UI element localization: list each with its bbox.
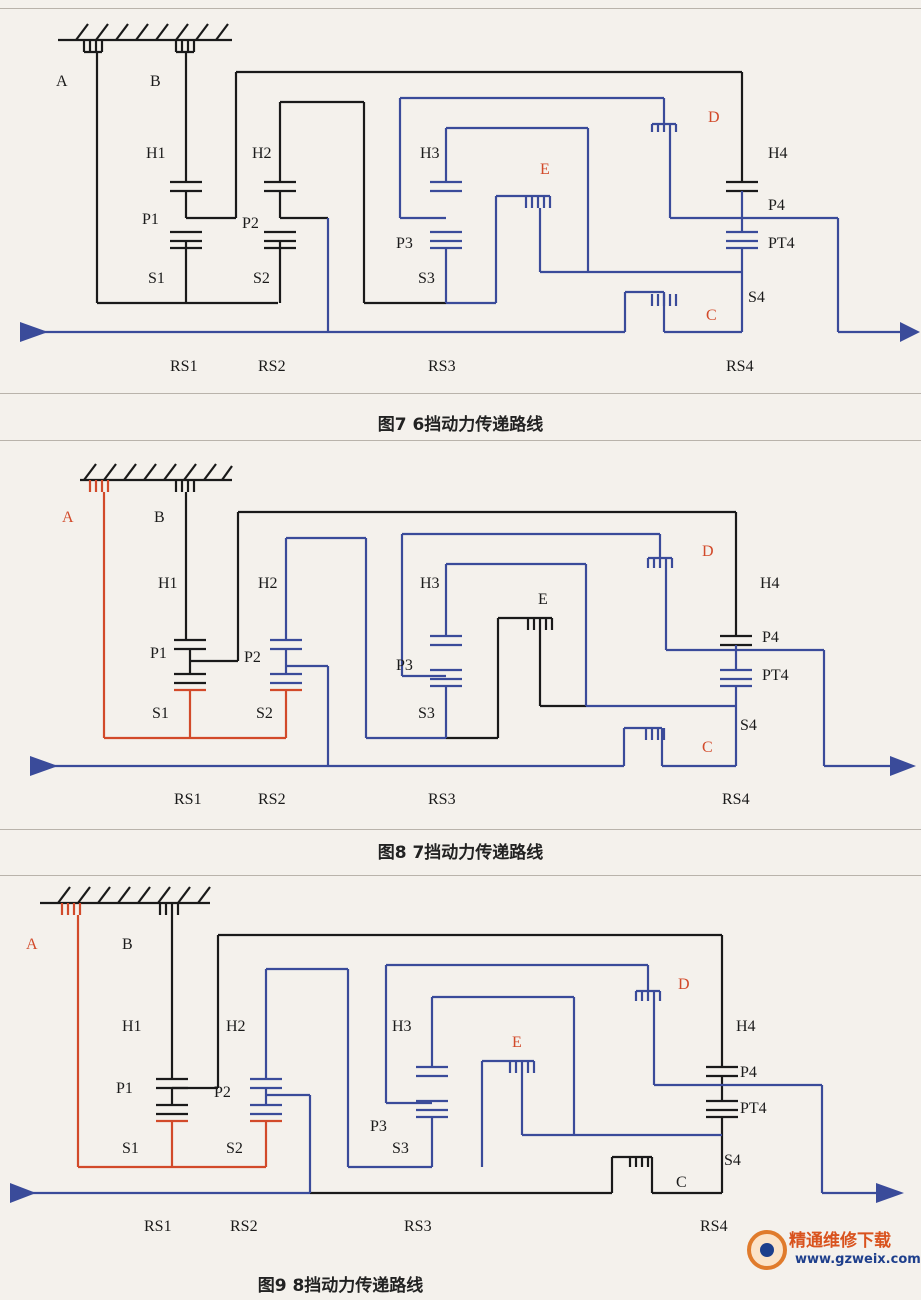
label-S3: S3 — [392, 1140, 409, 1157]
label-H3: H3 — [392, 1018, 412, 1035]
label-H3: H3 — [420, 145, 440, 162]
label-P3: P3 — [370, 1118, 387, 1135]
label-D: D — [708, 109, 720, 126]
label-RS3: RS3 — [404, 1218, 432, 1235]
output-arrow — [876, 1183, 904, 1203]
label-S3: S3 — [418, 705, 435, 722]
figure-6th-gear: A B D E C H1 H2 H3 H4 P1 P2 P3 P4 PT4 S1… — [0, 0, 921, 440]
label-P4: P4 — [762, 629, 779, 646]
label-S4: S4 — [724, 1152, 741, 1169]
label-C: C — [702, 739, 713, 756]
label-B: B — [122, 936, 133, 953]
label-H3: H3 — [420, 575, 440, 592]
input-arrow — [20, 322, 48, 342]
label-RS3: RS3 — [428, 791, 456, 808]
label-S1: S1 — [122, 1140, 139, 1157]
label-RS1: RS1 — [144, 1218, 172, 1235]
label-H4: H4 — [768, 145, 788, 162]
figure-frame — [0, 875, 921, 1248]
input-arrow — [30, 756, 58, 776]
label-P3: P3 — [396, 657, 413, 674]
label-RS1: RS1 — [174, 791, 202, 808]
label-RS4: RS4 — [722, 791, 750, 808]
logo-icon — [747, 1230, 787, 1270]
ground-hatch — [40, 886, 738, 1195]
label-S3: S3 — [418, 270, 435, 287]
label-PT4: PT4 — [740, 1100, 767, 1117]
power-flow-diagram: A B D E C H1 H2 H3 H4 P1 P2 P3 P4 PT4 S1… — [10, 886, 904, 1235]
label-PT4: PT4 — [762, 667, 789, 684]
figure-frame — [0, 440, 921, 830]
label-RS4: RS4 — [726, 358, 754, 375]
label-H4: H4 — [760, 575, 780, 592]
label-P4: P4 — [768, 197, 785, 214]
label-H2: H2 — [258, 575, 278, 592]
output-arrow — [900, 322, 920, 342]
label-P1: P1 — [142, 211, 159, 228]
label-P2: P2 — [214, 1084, 231, 1101]
label-H2: H2 — [226, 1018, 246, 1035]
input-arrow — [10, 1183, 36, 1203]
label-S2: S2 — [256, 705, 273, 722]
label-RS2: RS2 — [258, 791, 286, 808]
label-PT4: PT4 — [768, 235, 795, 252]
label-E: E — [512, 1034, 522, 1051]
figure-7th-gear: A B D E C H1 H2 H3 H4 P1 P2 P3 P4 PT4 S1… — [0, 440, 921, 875]
ground-hatch — [58, 23, 232, 42]
label-E: E — [538, 591, 548, 608]
label-S2: S2 — [226, 1140, 243, 1157]
label-D: D — [678, 976, 690, 993]
label-RS2: RS2 — [258, 358, 286, 375]
label-RS1: RS1 — [170, 358, 198, 375]
label-S4: S4 — [740, 717, 757, 734]
label-S4: S4 — [748, 289, 765, 306]
label-P2: P2 — [244, 649, 261, 666]
label-H2: H2 — [252, 145, 272, 162]
watermark: 精通维修下载 www.gzweix.com — [743, 1224, 921, 1284]
label-E: E — [540, 161, 550, 178]
label-S1: S1 — [148, 270, 165, 287]
label-RS4: RS4 — [700, 1218, 728, 1235]
label-H4: H4 — [736, 1018, 756, 1035]
figure-caption: 图8 7挡动力传递路线 — [377, 843, 544, 863]
label-H1: H1 — [146, 145, 166, 162]
label-RS3: RS3 — [428, 358, 456, 375]
label-C: C — [676, 1174, 687, 1191]
power-flow-diagram: A B D E C H1 H2 H3 H4 P1 P2 P3 P4 PT4 S1… — [20, 23, 920, 375]
label-P3: P3 — [396, 235, 413, 252]
label-P1: P1 — [116, 1080, 133, 1097]
label-P1: P1 — [150, 645, 167, 662]
label-P4: P4 — [740, 1064, 757, 1081]
figure-caption: 图7 6挡动力传递路线 — [377, 415, 544, 435]
label-S1: S1 — [152, 705, 169, 722]
watermark-url: www.gzweix.com — [795, 1252, 921, 1267]
label-P2: P2 — [242, 215, 259, 232]
figure-frame — [0, 8, 921, 394]
figure-8th-gear: A B D E C H1 H2 H3 H4 P1 P2 P3 P4 PT4 S1… — [0, 875, 921, 1300]
label-A: A — [62, 509, 74, 526]
label-S2: S2 — [253, 270, 270, 287]
ground-hatch — [80, 463, 752, 740]
label-C: C — [706, 307, 717, 324]
label-A: A — [26, 936, 38, 953]
label-H1: H1 — [122, 1018, 142, 1035]
label-D: D — [702, 543, 714, 560]
watermark-name: 精通维修下载 — [789, 1231, 891, 1251]
figure-caption: 图9 8挡动力传递路线 — [257, 1276, 424, 1296]
label-RS2: RS2 — [230, 1218, 258, 1235]
label-B: B — [150, 73, 161, 90]
label-B: B — [154, 509, 165, 526]
power-flow-diagram: A B D E C H1 H2 H3 H4 P1 P2 P3 P4 PT4 S1… — [30, 463, 916, 808]
label-H1: H1 — [158, 575, 178, 592]
output-arrow — [890, 756, 916, 776]
label-A: A — [56, 73, 68, 90]
